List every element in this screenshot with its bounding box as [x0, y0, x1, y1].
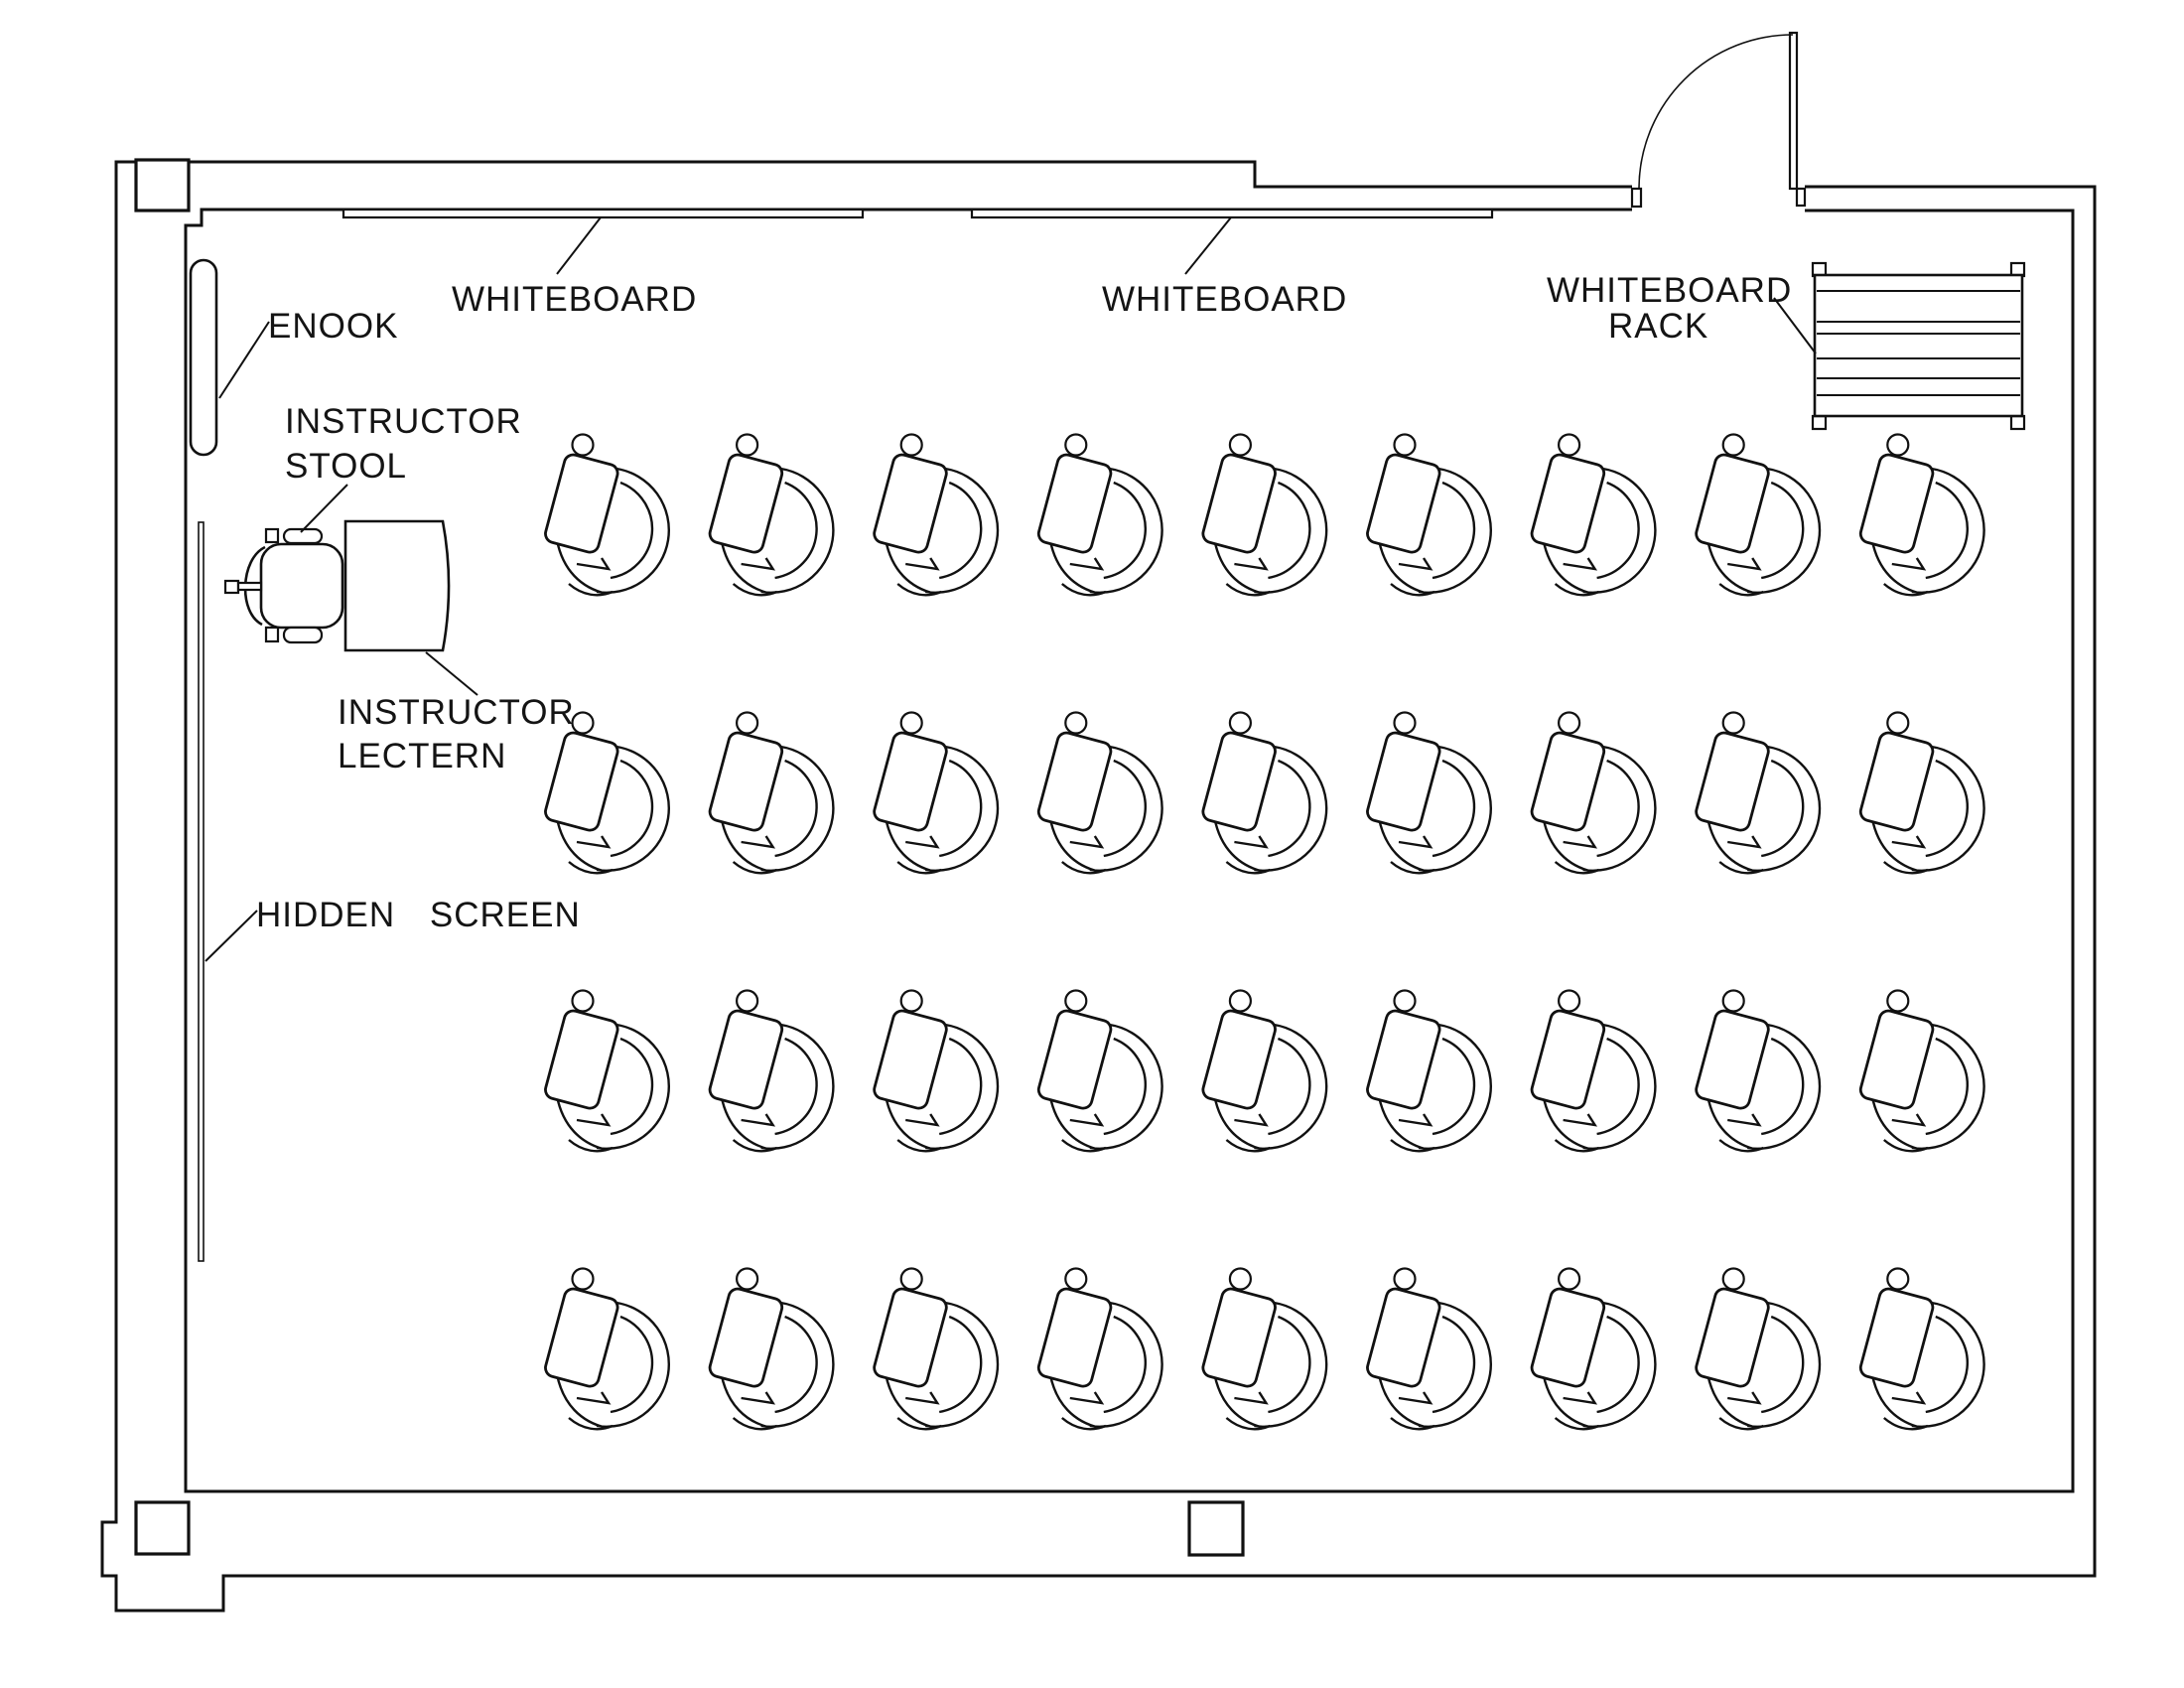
- student-desk: [1856, 711, 1986, 875]
- whiteboard-rack-label-line2: RACK: [1608, 307, 1708, 346]
- inner-wall-outline: [184, 208, 2075, 1493]
- student-desk: [706, 433, 835, 597]
- student-desk-grid: [542, 433, 1986, 1431]
- stool-seat: [259, 542, 344, 630]
- instructor-lectern: [343, 519, 451, 652]
- student-desk: [871, 711, 1000, 875]
- student-desk: [1199, 711, 1328, 875]
- student-desk: [871, 1267, 1000, 1431]
- student-desk: [1199, 989, 1328, 1153]
- student-desk: [1034, 989, 1164, 1153]
- column-bottom-middle: [1187, 1500, 1245, 1557]
- whiteboard-right-label: WHITEBOARD: [1102, 280, 1347, 319]
- whiteboards: [341, 208, 1494, 219]
- entry-door: [1630, 31, 1807, 209]
- door-swing-arc: [1638, 34, 1794, 189]
- student-desk: [1528, 1267, 1657, 1431]
- instructor-stool: [223, 527, 344, 644]
- door-leaf: [1788, 31, 1799, 191]
- whiteboard-left-leader: [556, 216, 602, 275]
- student-desk: [542, 989, 671, 1153]
- student-desk: [706, 1267, 835, 1431]
- student-desk: [1034, 711, 1164, 875]
- enook-unit: [189, 258, 218, 457]
- student-desk: [1199, 433, 1328, 597]
- whiteboard-right-leader: [1184, 216, 1232, 275]
- student-desk: [1034, 1267, 1164, 1431]
- student-desk: [706, 989, 835, 1153]
- student-desk: [542, 711, 671, 875]
- student-desk: [706, 711, 835, 875]
- student-desk: [1364, 433, 1493, 597]
- enook-leader: [218, 321, 270, 399]
- column-top-left: [134, 158, 191, 212]
- student-desk: [1364, 711, 1493, 875]
- instructor-stool-label-line1: INSTRUCTOR: [285, 402, 522, 441]
- student-desk: [1693, 711, 1822, 875]
- room-walls: [100, 160, 2097, 1613]
- stool-armrest-bottom: [282, 626, 324, 644]
- outer-wall-outline: [100, 160, 2097, 1613]
- wall-columns: [134, 158, 1245, 1557]
- whiteboard-left-label: WHITEBOARD: [452, 280, 697, 319]
- whiteboard-rack-label-line1: WHITEBOARD: [1547, 271, 1792, 310]
- enook-label: ENOOK: [268, 307, 398, 346]
- whiteboard-rack-leader: [1773, 297, 1817, 354]
- rack-body: [1813, 273, 2024, 418]
- student-desk: [542, 433, 671, 597]
- stool-caster: [264, 626, 280, 643]
- student-desk: [1364, 1267, 1493, 1431]
- student-desk: [1528, 711, 1657, 875]
- stool-caster: [223, 579, 240, 595]
- column-bottom-left: [134, 1500, 191, 1556]
- student-desk: [1856, 1267, 1986, 1431]
- instructor-lectern-label-line1: INSTRUCTOR: [338, 693, 575, 732]
- door-jamb-left: [1630, 187, 1643, 209]
- student-desk: [1856, 989, 1986, 1153]
- student-desk: [1034, 433, 1164, 597]
- hidden-screen-leader: [205, 910, 258, 962]
- student-desk: [1199, 1267, 1328, 1431]
- whiteboard-left-strip: [341, 208, 865, 219]
- whiteboard-rack: [1811, 261, 2026, 431]
- instructor-lectern-label-line2: LECTERN: [338, 737, 506, 775]
- instructor-lectern-leader: [425, 651, 478, 696]
- rack-foot-icon: [2009, 414, 2026, 431]
- student-desk: [1856, 433, 1986, 597]
- student-desk: [871, 989, 1000, 1153]
- hidden-screen-line: [198, 521, 205, 1262]
- rack-foot-icon: [1811, 414, 1828, 431]
- whiteboard-right-strip: [970, 208, 1494, 219]
- instructor-stool-leader: [300, 484, 348, 533]
- student-desk: [1693, 433, 1822, 597]
- stool-caster: [264, 527, 280, 544]
- student-desk: [1693, 1267, 1822, 1431]
- stool-arm-link: [236, 581, 263, 592]
- student-desk: [871, 433, 1000, 597]
- student-desk: [1364, 989, 1493, 1153]
- instructor-stool-label-line2: STOOL: [285, 447, 407, 486]
- door-jamb-right: [1795, 187, 1807, 208]
- student-desk: [1528, 433, 1657, 597]
- hidden-screen-label: HIDDEN SCREEN: [256, 896, 581, 934]
- student-desk: [542, 1267, 671, 1431]
- student-desk: [1528, 989, 1657, 1153]
- student-desk: [1693, 989, 1822, 1153]
- annotations: WHITEBOARD WHITEBOARD WHITEBOARD RACK EN…: [205, 216, 1817, 962]
